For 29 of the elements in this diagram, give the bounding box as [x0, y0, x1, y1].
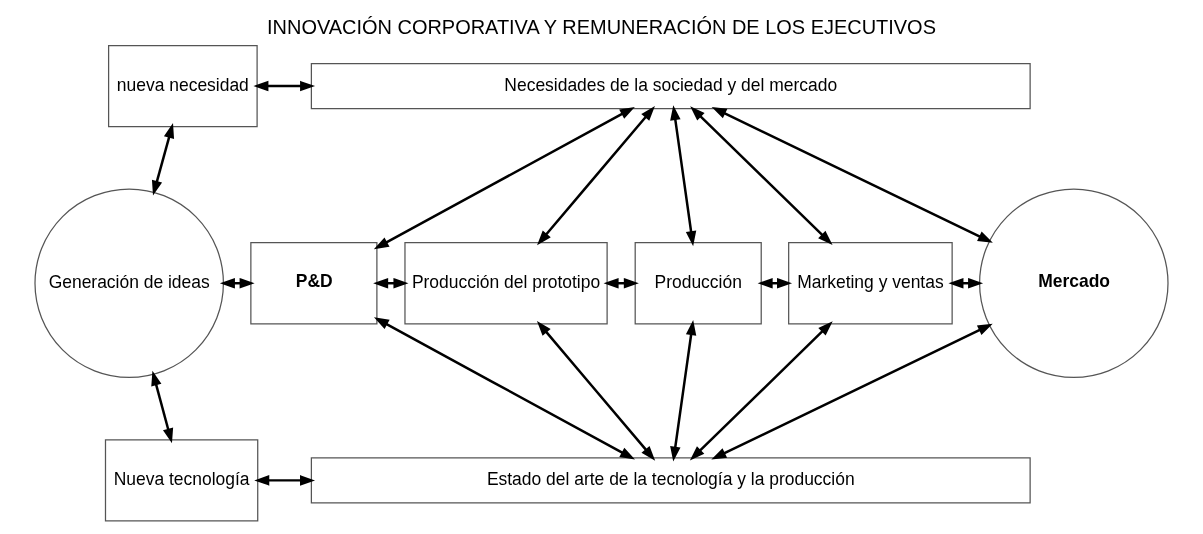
arrow: [373, 277, 409, 289]
node-box: Estado del arte de la tecnología y la producción: [310, 457, 1031, 504]
arrow: [537, 106, 655, 246]
arrow: [151, 370, 174, 444]
node-box: Nueva tecnología: [104, 439, 259, 522]
arrow: [603, 277, 639, 289]
arrow: [373, 317, 635, 460]
arrow: [536, 320, 656, 461]
arrow: [690, 106, 833, 246]
node-circle: Generación de ideas: [34, 188, 225, 379]
arrow: [151, 123, 175, 196]
arrow: [670, 105, 697, 247]
arrow: [670, 320, 697, 462]
node-box: nueva necesidad: [108, 44, 258, 128]
node-box: Necesidades de la sociedad y del mercado: [310, 63, 1031, 110]
node-box: Marketing y ventas: [788, 242, 953, 325]
arrow: [711, 323, 993, 460]
node-box: Producción del prototipo: [404, 242, 608, 325]
diagram-title: INNOVACIÓN CORPORATIVA Y REMUNERACIÓN DE LOS EJECUTIVOS: [267, 16, 936, 39]
arrow: [253, 80, 316, 92]
arrow: [757, 277, 793, 289]
arrow: [219, 277, 255, 289]
arrow: [254, 475, 316, 486]
node-box: Producción: [634, 242, 762, 325]
arrow: [711, 107, 993, 243]
arrow: [373, 106, 635, 250]
node-box: P&D: [250, 242, 378, 325]
arrow: [948, 277, 984, 289]
arrow: [689, 321, 833, 461]
